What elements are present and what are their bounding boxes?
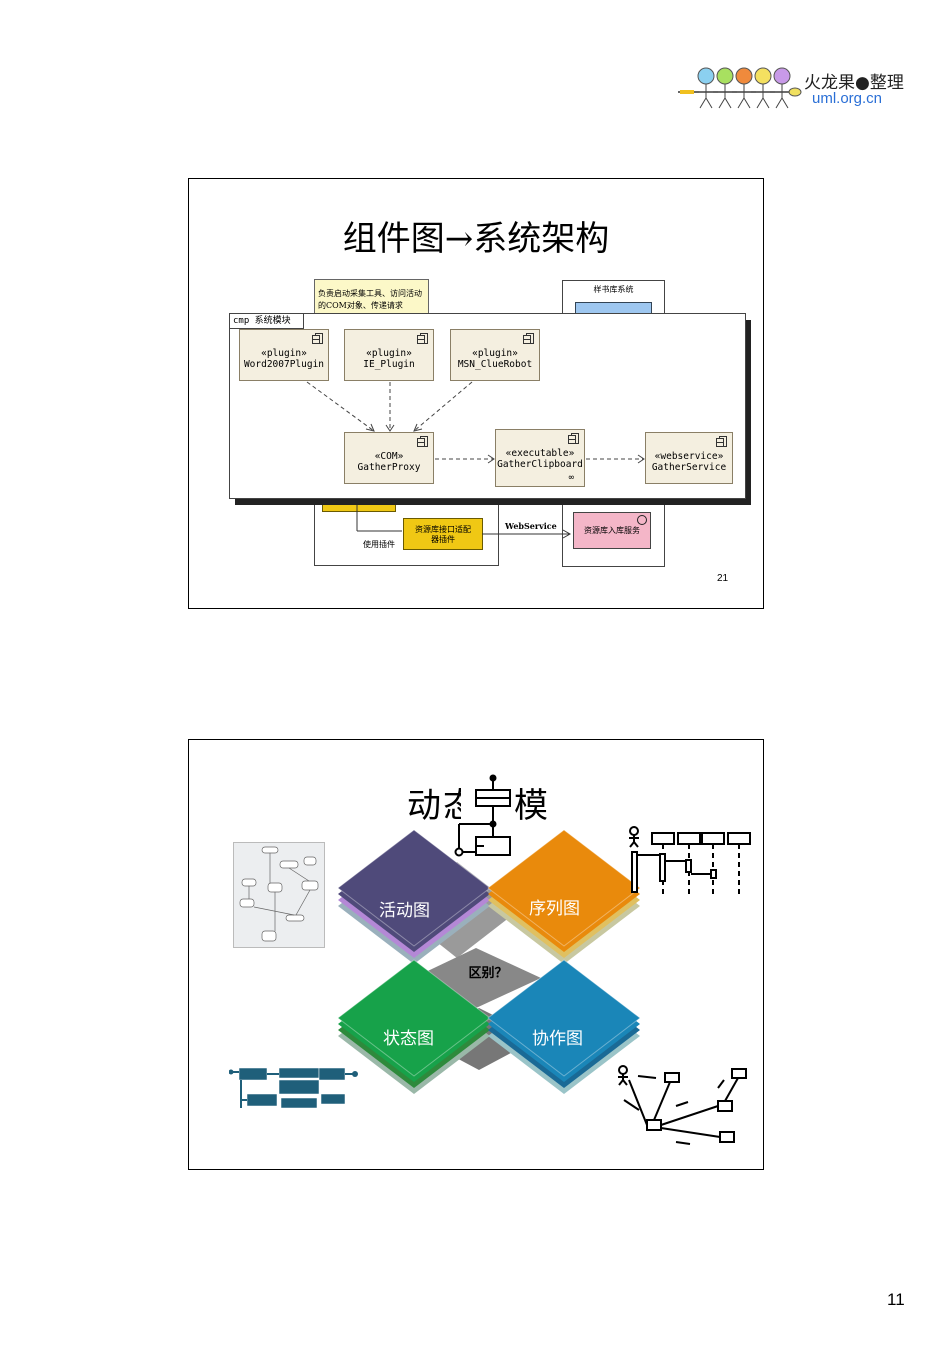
- component-name: GatherProxy: [357, 462, 421, 473]
- activity-flow-icon: [454, 774, 511, 857]
- component-name: MSN_ClueRobot: [457, 359, 533, 370]
- component-stereotype: «executable»: [505, 448, 575, 459]
- slide-component-diagram: 组件图→系统架构 负责启动采集工具、访问活动的COM对象、传递请求 样书库系统 …: [188, 178, 764, 609]
- diagram-tile: [337, 959, 491, 1094]
- logo-figure-head-icon: [735, 67, 753, 85]
- logo-url: uml.org.cn: [812, 90, 883, 107]
- slide2-title-right: 模: [514, 786, 548, 826]
- component-name: Word2007Plugin: [243, 359, 325, 370]
- component-icon: [312, 333, 323, 344]
- logo-figure-head-icon: [754, 67, 772, 85]
- diagram-tile: [487, 829, 641, 964]
- component-gatherclipboard: «executable» GatherClipboard ∞: [495, 429, 585, 487]
- slide2-title-left: 动: [407, 786, 441, 826]
- webservice-label: WebService: [504, 521, 557, 531]
- component-stereotype: «plugin»: [261, 348, 307, 359]
- logo-figure-body-icon: [699, 84, 713, 109]
- component-ie-plugin: «plugin» IE_Plugin: [344, 329, 434, 381]
- component-name: GatherClipboard: [497, 459, 583, 470]
- logo-fruit-icon: [788, 87, 802, 97]
- use-label: 使用插件: [363, 540, 395, 549]
- tiles-graphic: 区别？: [337, 774, 641, 1094]
- logo-figures-icon: [678, 67, 802, 109]
- slide2-title-partial: 态: [443, 786, 461, 826]
- component-gatherproxy: «COM» GatherProxy: [344, 432, 434, 484]
- component-icon: [716, 436, 727, 447]
- component-stereotype: «webservice»: [654, 451, 724, 462]
- tile-label-activity: 活动图: [379, 901, 430, 921]
- collaboration-diagram-icon: [618, 1065, 747, 1145]
- logo-brand: 火龙果●整理: [804, 73, 904, 93]
- component-name: IE_Plugin: [363, 359, 415, 370]
- component-icon: [417, 436, 428, 447]
- diagram-tile: [337, 829, 491, 964]
- tile-label-sequence: 序列图: [529, 899, 580, 919]
- slide-dynamic-modeling: 动 态 模 区别？ 活动图 序列图 状态图 协作图: [188, 739, 764, 1170]
- note-box: 负责启动采集工具、访问活动的COM对象、传递请求: [314, 279, 429, 315]
- logo-figure-body-icon: [718, 84, 732, 109]
- tile-label-collaboration: 协作图: [532, 1029, 583, 1049]
- note-text: 负责启动采集工具、访问活动的COM对象、传递请求: [318, 289, 422, 310]
- executable-symbol-icon: ∞: [568, 473, 574, 483]
- component-stereotype: «plugin»: [472, 348, 518, 359]
- logo-figure-body-icon: [737, 84, 751, 109]
- activity-thumbnail: [233, 842, 325, 948]
- state-diagram-thumbnail: [229, 1067, 358, 1109]
- logo-figure-head-icon: [773, 67, 791, 85]
- component-gatherservice: «webservice» GatherService: [645, 432, 733, 484]
- component-icon: [523, 333, 534, 344]
- usage-box: 资源库接口适配器插件 使用插件: [314, 497, 499, 566]
- diagram-tile: [487, 959, 641, 1094]
- logo-figure-head-icon: [697, 67, 715, 85]
- logo-figure-body-icon: [756, 84, 770, 109]
- component-stereotype: «COM»: [374, 451, 404, 462]
- component-icon: [568, 433, 579, 444]
- tile-label-state: 状态图: [383, 1029, 434, 1049]
- service-circle-icon: [637, 515, 647, 525]
- center-label: 区别？: [468, 966, 507, 981]
- component-msn-cluerobot: «plugin» MSN_ClueRobot: [450, 329, 540, 381]
- sequence-diagram-icon: [629, 826, 751, 895]
- component-name: GatherService: [651, 462, 727, 473]
- service-label: 资源库入库服务: [584, 526, 640, 535]
- component-stereotype: «plugin»: [366, 348, 412, 359]
- component-icon: [417, 333, 428, 344]
- frame-label-tab: cmp 系统模块: [230, 314, 304, 329]
- system-box-title: 样书库系统: [593, 285, 634, 294]
- logo-figure-head-icon: [716, 67, 734, 85]
- component-word2007plugin: «plugin» Word2007Plugin: [239, 329, 329, 381]
- adapter-box: 资源库接口适配器插件: [403, 518, 483, 550]
- slide1-title: 组件图→系统架构: [342, 219, 610, 259]
- frame-label: cmp 系统模块: [233, 316, 291, 326]
- logo: 火龙果●整理 uml.org.cn: [678, 62, 918, 112]
- activity-thumbnail-sketch-icon: [239, 846, 319, 942]
- page-number: 11: [887, 1290, 905, 1309]
- slide1-number: 21: [717, 573, 729, 584]
- logo-figure-body-icon: [775, 84, 789, 109]
- adapter-label: 资源库接口适配器插件: [415, 525, 471, 544]
